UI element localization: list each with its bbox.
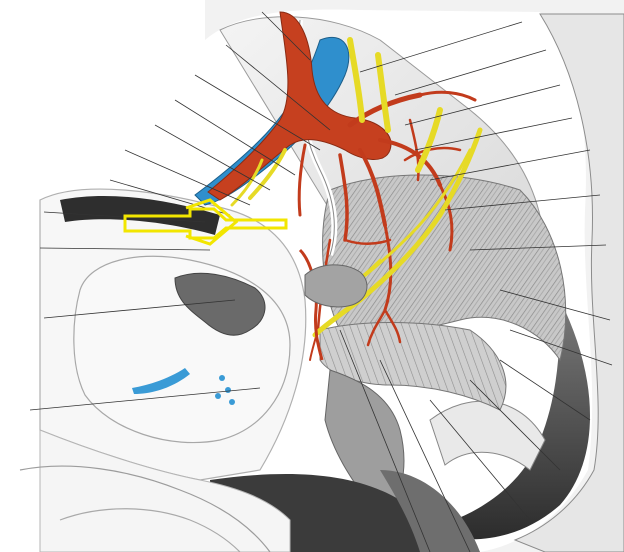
blue-dot xyxy=(225,387,231,393)
blue-dot xyxy=(215,393,221,399)
nerves xyxy=(230,37,483,338)
organ-contour-line xyxy=(19,465,271,552)
yellow-pointer-arrow-icon xyxy=(123,198,288,246)
obturator-muscle xyxy=(319,322,507,411)
lateral-bone-edge xyxy=(513,13,624,552)
seminal-vesicle xyxy=(304,264,368,308)
leader-lines xyxy=(29,11,613,552)
organ-contour-lower xyxy=(39,429,291,552)
blue-dot xyxy=(219,375,225,381)
small-blue-vessel xyxy=(132,368,190,394)
iliac-artery xyxy=(207,11,392,201)
bladder-lumen xyxy=(174,272,266,336)
organ-contour-line-2 xyxy=(59,508,241,552)
bladder-neck-vessel xyxy=(298,248,324,361)
ischial-rim xyxy=(429,400,546,471)
blue-dot xyxy=(229,399,235,405)
ischial-band xyxy=(420,300,590,540)
